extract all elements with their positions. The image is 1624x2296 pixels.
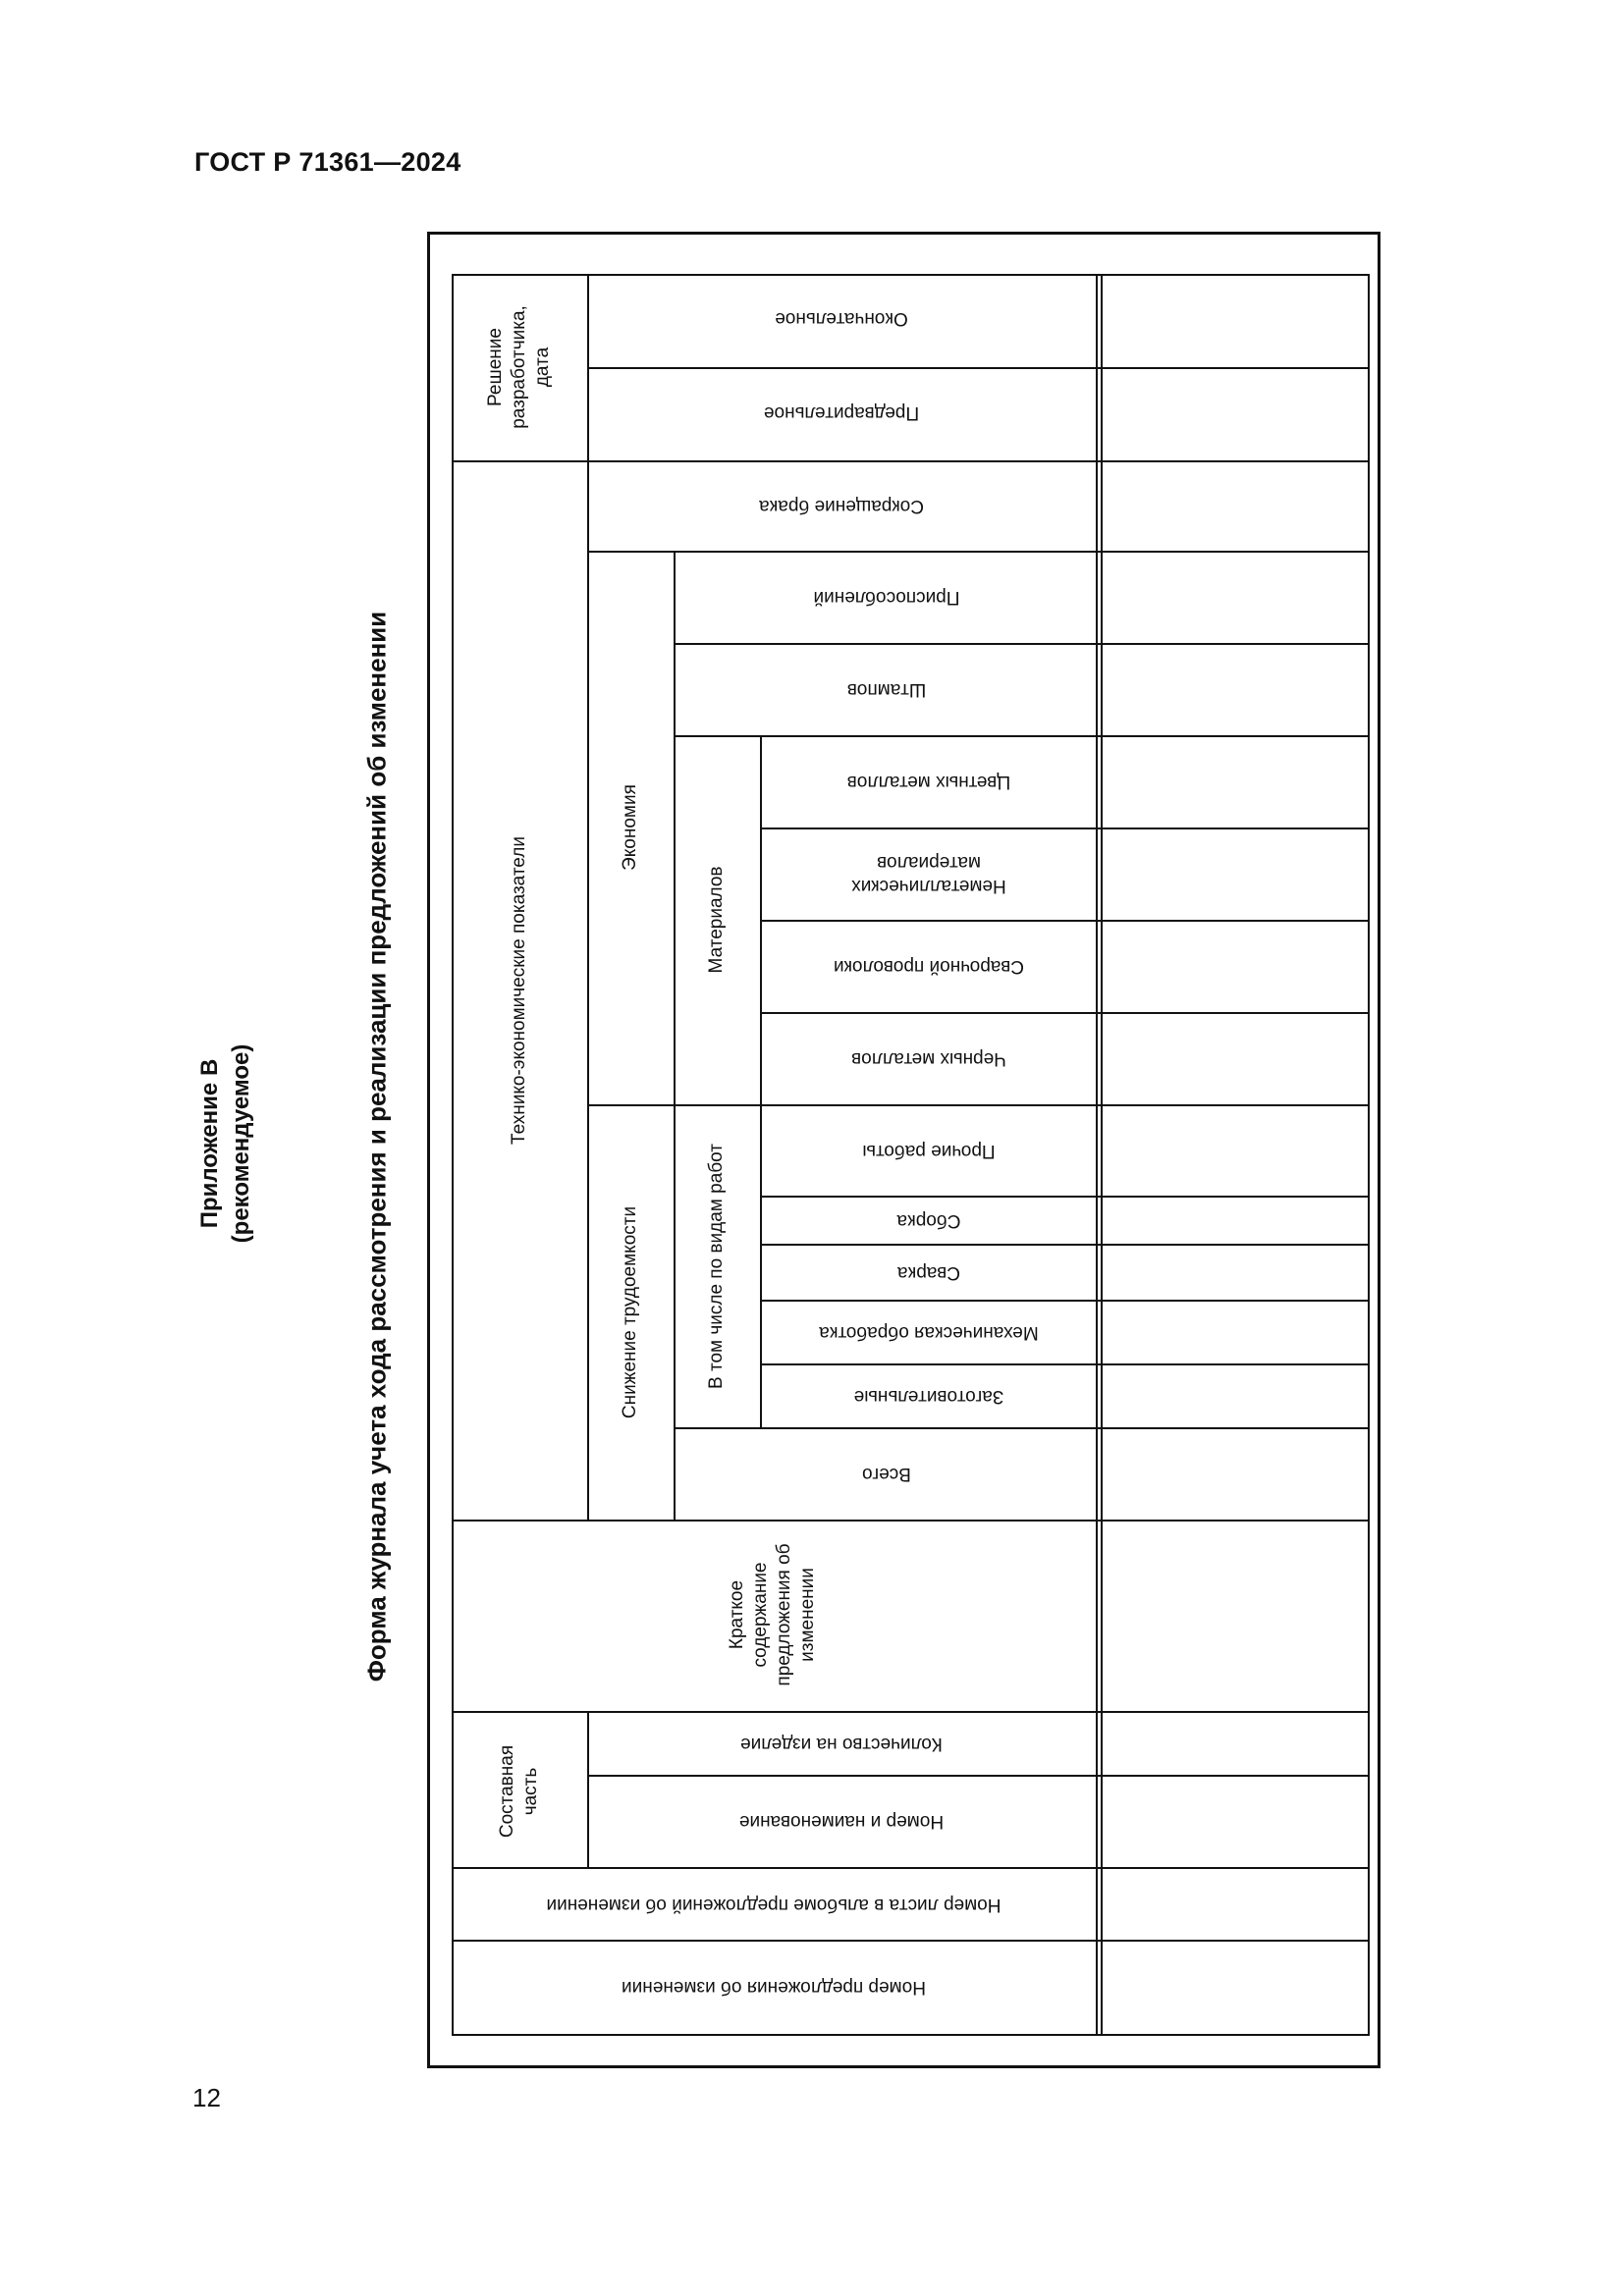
row-line bbox=[760, 828, 1370, 829]
column-separator-1 bbox=[1096, 274, 1098, 2036]
indicators-header: Технико-экономические показатели bbox=[509, 836, 529, 1145]
form-title: Форма журнала учета хода рассмотрения и … bbox=[361, 611, 392, 1682]
row-line bbox=[587, 551, 1370, 553]
row-line bbox=[674, 1427, 1370, 1429]
row-line bbox=[760, 1300, 1370, 1302]
total-header: Всего bbox=[862, 1464, 911, 1484]
row-line bbox=[760, 1244, 1370, 1246]
row-line bbox=[674, 735, 1370, 737]
table-border-right bbox=[1368, 274, 1370, 2036]
number-and-name-header: Номер и наименование bbox=[738, 1811, 945, 1832]
row-line bbox=[587, 367, 1370, 369]
component-header: Составная часть bbox=[497, 1744, 541, 1839]
col-line bbox=[760, 1104, 762, 1428]
column-separator-2 bbox=[1101, 274, 1103, 2036]
materials-header: Материалов bbox=[706, 866, 727, 974]
proposal-number-header: Номер предложения об изменении bbox=[622, 1977, 926, 1998]
row-line bbox=[760, 920, 1370, 922]
row-line bbox=[760, 1196, 1370, 1198]
by-work-type-header: В том числе по видам работ bbox=[706, 1144, 727, 1389]
form-frame bbox=[427, 232, 1380, 2068]
row-line bbox=[452, 1711, 1370, 1713]
machining-header: Механическая обработка bbox=[819, 1322, 1039, 1343]
row-line bbox=[674, 643, 1370, 645]
fixtures-header: Приспособлений bbox=[813, 587, 960, 608]
table-border-top bbox=[452, 274, 1370, 276]
nonferrous-header: Цветных металлов bbox=[846, 772, 1011, 792]
preliminary-header: Предварительное bbox=[763, 402, 920, 423]
table-border-bottom bbox=[452, 2034, 1370, 2036]
col-line bbox=[587, 460, 589, 1521]
document-code: ГОСТ Р 71361—2024 bbox=[194, 147, 461, 177]
col-line bbox=[587, 1711, 589, 1868]
other-work-header: Прочие работы bbox=[862, 1141, 996, 1161]
blanking-header: Заготовительные bbox=[853, 1386, 1004, 1407]
row-line bbox=[760, 1012, 1370, 1014]
final-header: Окончательное bbox=[775, 308, 908, 329]
dies-header: Штампов bbox=[846, 679, 927, 700]
appendix-label: Приложение В bbox=[196, 1058, 223, 1229]
decision-header: Решение разработчика, дата bbox=[485, 305, 553, 429]
labor-header: Снижение трудоемкости bbox=[620, 1205, 640, 1419]
row-line bbox=[452, 1867, 1370, 1869]
row-line bbox=[452, 1940, 1370, 1942]
assembly-header: Сборка bbox=[896, 1210, 961, 1231]
row-line bbox=[587, 1104, 1370, 1106]
appendix-status: (рекомендуемое) bbox=[228, 1043, 254, 1244]
welding-wire-header: Сварочной проволоки bbox=[834, 956, 1024, 977]
page-number: 12 bbox=[192, 2083, 221, 2112]
row-line bbox=[452, 460, 1370, 462]
economy-header: Экономия bbox=[620, 784, 640, 871]
reject-reduction-header: Сокращение брака bbox=[759, 496, 924, 516]
nonmetallic-header: Неметаллических материалов bbox=[851, 852, 1006, 896]
row-line bbox=[760, 1363, 1370, 1365]
welding-header: Сварка bbox=[896, 1262, 961, 1283]
album-sheet-header: Номер листа в альбоме предложений об изм… bbox=[546, 1895, 1001, 1915]
col-line bbox=[674, 551, 676, 1521]
col-line bbox=[587, 274, 589, 461]
row-line bbox=[452, 1520, 1370, 1522]
table-border-left bbox=[452, 274, 454, 2036]
appendix-heading: Приложение В (рекомендуемое) bbox=[194, 1044, 257, 1244]
ferrous-header: Черных металлов bbox=[851, 1048, 1006, 1069]
row-line bbox=[587, 1775, 1370, 1777]
summary-header: Краткое содержание предложения об измене… bbox=[727, 1543, 818, 1686]
qty-per-product-header: Количество на изделие bbox=[740, 1734, 943, 1754]
